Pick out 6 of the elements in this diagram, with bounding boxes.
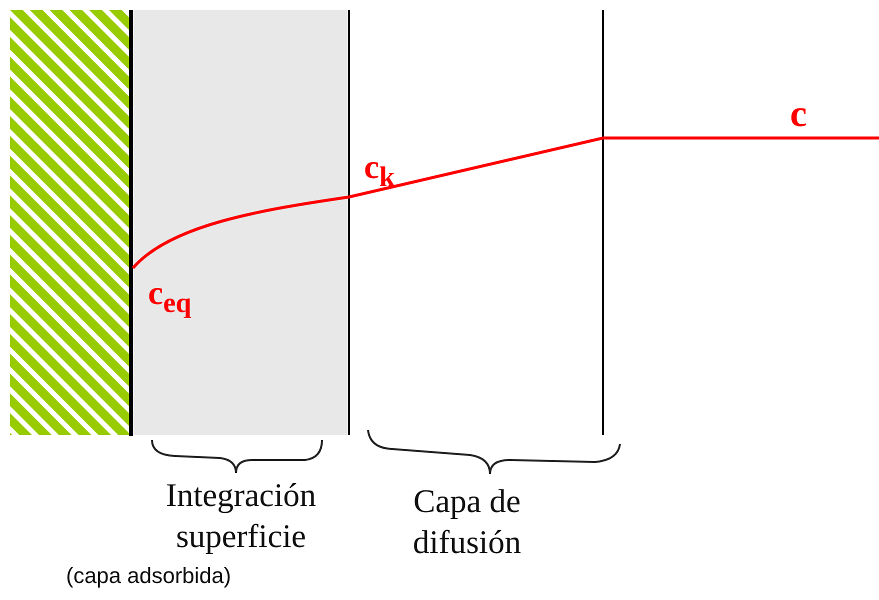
concentration-label: c$_{k}$ — [364, 150, 395, 193]
concentration-label: c$_{eq}$ — [148, 276, 192, 319]
region-label: Integración superficie — [164, 477, 318, 558]
concentration-label: c — [790, 95, 807, 135]
region-note: (capa adsorbida) — [66, 564, 232, 588]
region-label: Capa de difusión — [412, 483, 522, 564]
